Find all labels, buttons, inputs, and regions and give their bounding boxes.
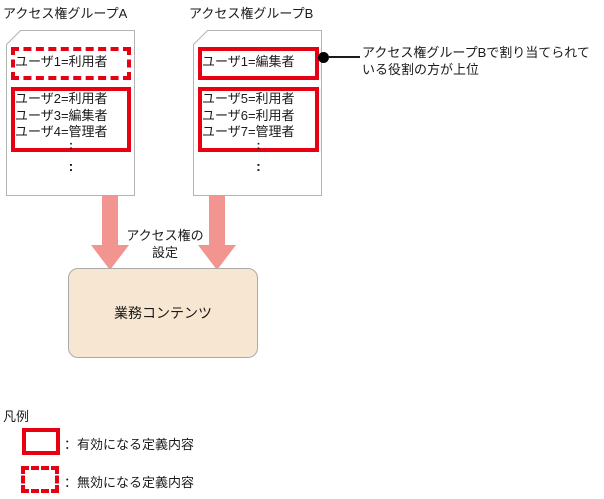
legend-valid-swatch [22, 428, 60, 455]
group-b-valid-box [198, 87, 319, 152]
arrow-b-head [198, 245, 236, 270]
ellipsis-dots: : [256, 158, 261, 174]
arrow-a-shaft [102, 195, 118, 245]
annotation-text: アクセス権グループBで割り当てられて いる役割の方が上位 [362, 44, 590, 78]
ellipsis-dots: : [68, 158, 74, 174]
user-entry: ユーザ5=利用者 [202, 91, 295, 106]
group-b-top-valid-box [198, 47, 319, 80]
user-entry: ユーザ3=編集者 [15, 108, 108, 123]
arrow-label-line: 設定 [151, 245, 178, 260]
group-b-document [193, 30, 322, 196]
arrow-label-line: アクセス権の [126, 228, 204, 243]
legend-title: 凡例 [3, 409, 30, 424]
group-a-valid-box [11, 87, 131, 152]
annotation-line: アクセス権グループBで割り当てられて [362, 45, 590, 60]
ellipsis-dots: : [69, 138, 73, 152]
business-content-label: 業務コンテンツ [114, 305, 212, 321]
group-a-invalid-box [11, 47, 131, 80]
legend-invalid-label: ：無効になる定義内容 [64, 475, 195, 490]
user-entry: ユーザ7=管理者 [202, 124, 295, 139]
group-b-title: アクセス権グループB [189, 6, 314, 21]
user-entry: ユーザ2=利用者 [15, 91, 108, 106]
group-a-title: アクセス権グループA [3, 6, 128, 21]
ellipsis-dots: : [256, 138, 261, 152]
user-entry: ユーザ1=利用者 [15, 54, 108, 69]
user-entry: ユーザ6=利用者 [202, 108, 295, 123]
arrow-label: アクセス権の 設定 [120, 227, 210, 261]
legend-invalid-swatch [21, 466, 59, 493]
legend-valid-label: ：有効になる定義内容 [64, 437, 195, 452]
business-content-box: 業務コンテンツ [68, 268, 258, 358]
group-a-document [6, 30, 135, 196]
annotation-leader-line [328, 56, 360, 58]
arrow-b-shaft [209, 195, 225, 245]
user-entry: ユーザ1=編集者 [202, 54, 295, 69]
arrow-a-head [91, 245, 129, 270]
annotation-line: いる役割の方が上位 [362, 62, 480, 77]
annotation-bullet [318, 52, 329, 63]
user-entry: ユーザ4=管理者 [15, 124, 108, 139]
